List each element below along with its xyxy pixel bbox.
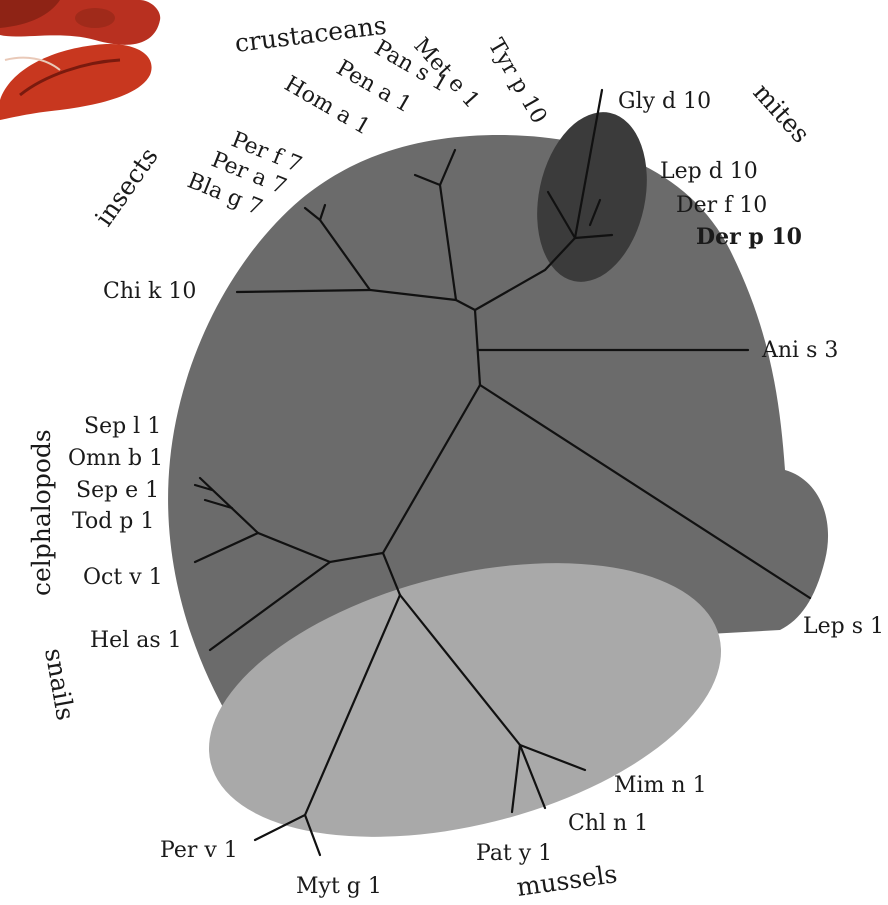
- leaf-label-sep-e-1: Sep e 1: [76, 478, 159, 503]
- leaf-label-sep-l-1: Sep l 1: [84, 414, 161, 439]
- leaf-label-mim-n-1: Mim n 1: [614, 773, 707, 798]
- leaf-label-myt-g-1: Myt g 1: [296, 874, 382, 899]
- leaf-label-chi-k-10: Chi k 10: [103, 279, 196, 304]
- leaf-label-hel-as-1: Hel as 1: [90, 628, 182, 653]
- leaf-label-omn-b-1: Omn b 1: [68, 446, 163, 471]
- leaf-label-chl-n-1: Chl n 1: [568, 811, 648, 836]
- leaf-label-tod-p-1: Tod p 1: [72, 509, 154, 534]
- group-label-crustaceans: crustaceans: [233, 11, 388, 58]
- group-label-mites: mites: [748, 78, 816, 149]
- leaf-label-der-p-10: Der p 10: [696, 224, 802, 250]
- leaf-label-lep-d-10: Lep d 10: [660, 159, 758, 184]
- group-label-snails: snails: [39, 646, 80, 723]
- leaf-label-pat-y-1: Pat y 1: [476, 841, 552, 866]
- leaf-label-gly-d-10: Gly d 10: [618, 89, 711, 114]
- leaf-label-lep-s-1: Lep s 1: [803, 614, 884, 639]
- group-label-insects: insects: [89, 142, 164, 231]
- leaf-label-ani-s-3: Ani s 3: [761, 338, 838, 363]
- leaf-label-tyr-p-10: Tyr p 10: [483, 35, 551, 129]
- lobster-icon: [0, 0, 165, 125]
- leaf-label-oct-v-1: Oct v 1: [83, 565, 163, 590]
- group-label-celphalopods: celphalopods: [27, 429, 56, 596]
- leaf-label-per-v-1: Per v 1: [160, 838, 238, 863]
- leaf-label-der-f-10: Der f 10: [676, 193, 767, 218]
